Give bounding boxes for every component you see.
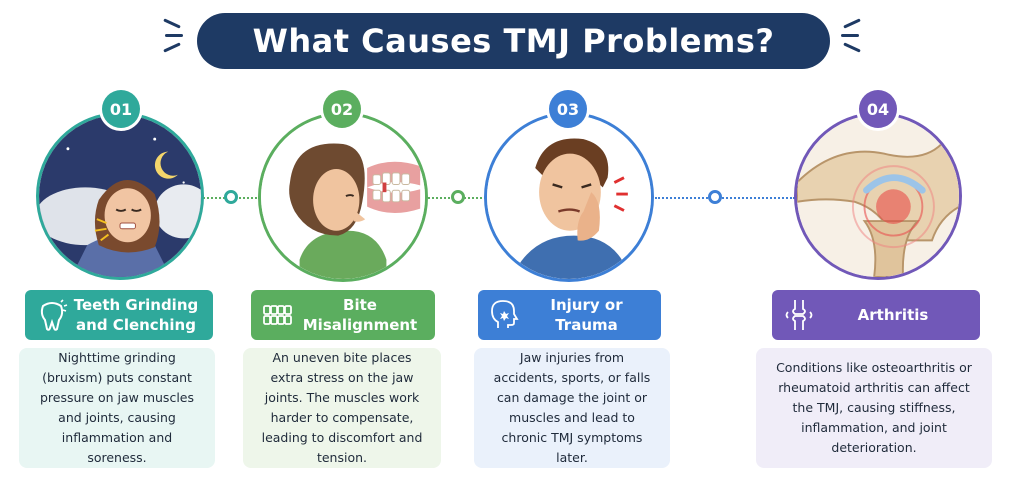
teeth-icon bbox=[263, 305, 292, 325]
cause-label-arthritis: Arthritis bbox=[772, 290, 980, 340]
cause-title: Bite Misalignment bbox=[302, 296, 418, 334]
bite-illustration bbox=[258, 112, 428, 282]
grinding-illustration bbox=[36, 112, 204, 280]
cause-description-grinding: Nighttime grinding (bruxism) puts consta… bbox=[19, 348, 215, 468]
cause-title: Injury or Trauma bbox=[550, 296, 623, 334]
head-injury-icon bbox=[491, 300, 519, 328]
connector-node-3 bbox=[708, 190, 722, 204]
cause-label-injury: Injury or Trauma bbox=[478, 290, 661, 340]
injury-illustration bbox=[484, 112, 654, 282]
step-number-badge: 04 bbox=[859, 90, 897, 128]
step-number-badge: 03 bbox=[549, 90, 587, 128]
cause-title: Arthritis bbox=[857, 306, 929, 324]
connector-3-4 bbox=[655, 197, 795, 199]
step-number-badge: 02 bbox=[323, 90, 361, 128]
tooth-icon bbox=[40, 299, 68, 331]
cause-description-bite: An uneven bite places extra stress on th… bbox=[243, 348, 441, 468]
cause-description-arthritis: Conditions like osteoarthritis or rheuma… bbox=[756, 348, 992, 468]
cause-title: Teeth Grinding and Clenching bbox=[73, 296, 199, 334]
connector-node-2 bbox=[451, 190, 465, 204]
cause-label-grinding: Teeth Grinding and Clenching bbox=[25, 290, 213, 340]
joint-icon bbox=[785, 300, 813, 330]
cause-description-injury: Jaw injuries from accidents, sports, or … bbox=[474, 348, 670, 468]
step-number-badge: 01 bbox=[102, 90, 140, 128]
page-title: What Causes TMJ Problems? bbox=[197, 13, 830, 69]
arthritis-illustration bbox=[794, 112, 962, 280]
connector-node-1 bbox=[224, 190, 238, 204]
cause-label-bite: Bite Misalignment bbox=[251, 290, 435, 340]
